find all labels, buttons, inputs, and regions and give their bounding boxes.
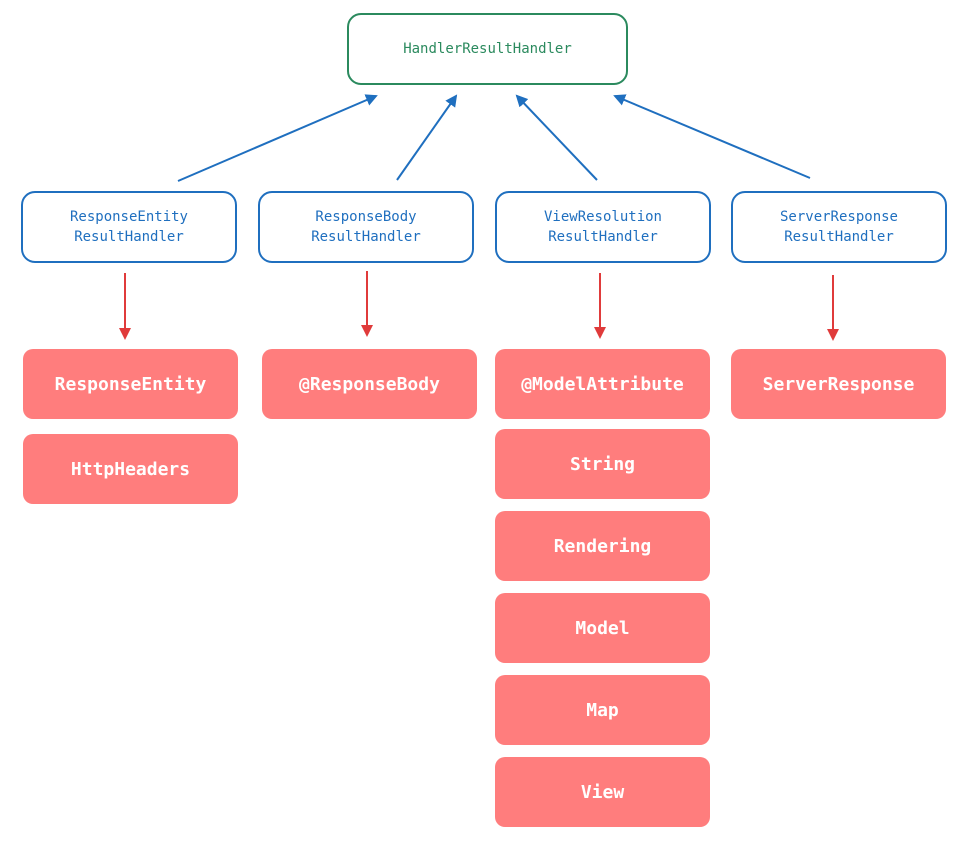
return-type-label: String xyxy=(569,453,636,475)
handler-label-line1: ServerResponse xyxy=(779,209,898,225)
return-type-box: Rendering xyxy=(495,511,710,581)
return-type-label: @ModelAttribute xyxy=(521,373,684,395)
return-type-box: ServerResponse xyxy=(731,349,946,419)
handler-label-line2: ResultHandler xyxy=(548,229,658,245)
handler-result-handler-node: HandlerResultHandler xyxy=(347,13,628,85)
handler-label-line1: ResponseEntity xyxy=(69,209,188,225)
handler-label-line2: ResultHandler xyxy=(74,229,184,245)
arrow-viewresolution-to-root xyxy=(515,94,598,181)
viewresolution-resulthandler-node: ViewResolution ResultHandler xyxy=(495,191,711,263)
root-label: HandlerResultHandler xyxy=(403,41,572,57)
return-type-box: Model xyxy=(495,593,710,663)
return-type-box: ResponseEntity xyxy=(23,349,238,419)
arrow-responsebody-to-root xyxy=(396,94,458,181)
arrow-serverresponse-to-root xyxy=(613,94,811,179)
handler-label-line2: ResultHandler xyxy=(784,229,894,245)
return-type-label: Map xyxy=(586,699,619,721)
handler-label-line1: ResponseBody xyxy=(315,209,417,225)
return-type-box: @ResponseBody xyxy=(262,349,477,419)
return-type-label: ResponseEntity xyxy=(54,373,207,395)
responsebody-resulthandler-node: ResponseBody ResultHandler xyxy=(258,191,474,263)
return-type-label: @ResponseBody xyxy=(299,373,440,395)
return-type-box: View xyxy=(495,757,710,827)
return-type-box: String xyxy=(495,429,710,499)
serverresponse-resulthandler-node: ServerResponse ResultHandler xyxy=(731,191,947,263)
return-type-label: View xyxy=(580,781,625,803)
return-type-label: Model xyxy=(575,617,630,639)
responseentity-resulthandler-node: ResponseEntity ResultHandler xyxy=(21,191,237,263)
arrow-responseentity-to-root xyxy=(177,94,378,182)
return-type-box: HttpHeaders xyxy=(23,434,238,504)
return-type-label: HttpHeaders xyxy=(70,458,191,480)
handler-label-line1: ViewResolution xyxy=(543,209,662,225)
return-type-label: ServerResponse xyxy=(762,373,915,395)
return-type-label: Rendering xyxy=(553,535,652,557)
return-type-box: Map xyxy=(495,675,710,745)
handler-label-line2: ResultHandler xyxy=(311,229,421,245)
return-type-box: @ModelAttribute xyxy=(495,349,710,419)
